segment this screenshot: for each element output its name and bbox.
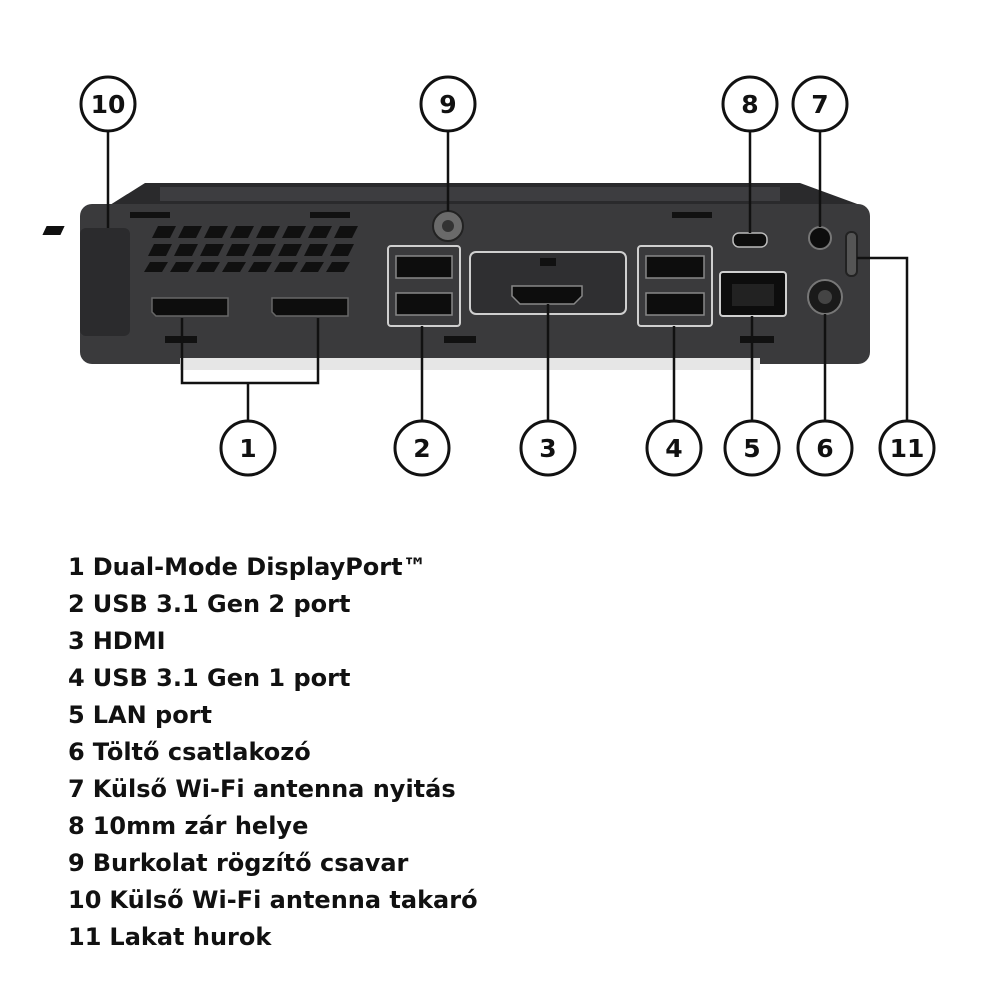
callout-markers: 1 2 3 4 5 6 7 8 9 10 11: [79, 75, 936, 477]
legend-item-number: 5: [68, 701, 85, 729]
usb-gen1-port: [645, 255, 705, 279]
lan-port-inner: [732, 284, 774, 306]
legend-item-text: Burkolat rögzítő csavar: [92, 849, 409, 877]
callout-number: 3: [539, 434, 556, 463]
callout-number: 4: [665, 434, 682, 463]
top-slot: [130, 212, 170, 218]
slot: [740, 336, 774, 343]
legend-item-text: Külső Wi-Fi antenna nyitás: [92, 775, 456, 803]
callout-circle: [79, 75, 137, 133]
callout-10: 10: [79, 75, 137, 133]
legend-item-text: HDMI: [92, 627, 166, 655]
legend-item-text: USB 3.1 Gen 2 port: [92, 590, 351, 618]
slot: [444, 336, 476, 343]
antenna-hole: [808, 226, 832, 250]
chassis-base-shadow: [180, 358, 760, 370]
callout-3: 3: [519, 419, 577, 477]
callout-circle: [419, 75, 477, 133]
callout-5: 5: [723, 419, 781, 477]
callout-4: 4: [645, 419, 703, 477]
callout-circle: [219, 419, 277, 477]
displayport-2: [271, 297, 349, 317]
usb-gen2-port: [395, 292, 453, 316]
legend-item-number: 4: [68, 664, 85, 692]
legend-item-text: Külső Wi-Fi antenna takaró: [109, 886, 478, 914]
lock-slot: [732, 232, 768, 248]
legend-item-number: 2: [68, 590, 85, 618]
callout-number: 10: [91, 90, 126, 119]
usb-gen1-port: [645, 292, 705, 316]
callout-circle: [519, 419, 577, 477]
legend-item-number: 10: [68, 886, 102, 914]
screw-head: [442, 220, 454, 232]
antenna-cover: [80, 228, 130, 336]
leader-lines: [106, 132, 909, 420]
legend-item-text: 10mm zár helye: [92, 812, 309, 840]
legend-item-number: 3: [68, 627, 85, 655]
legend-item-text: USB 3.1 Gen 1 port: [92, 664, 351, 692]
legend-item-text: Lakat hurok: [109, 923, 272, 951]
legend-item-text: LAN port: [92, 701, 212, 729]
legend-item-number: 6: [68, 738, 85, 766]
vent-grille: [42, 226, 358, 272]
legend-item-number: 8: [68, 812, 85, 840]
legend-item-number: 1: [68, 553, 85, 581]
power-jack-pin: [818, 290, 832, 304]
legend-item-number: 7: [68, 775, 85, 803]
callout-number: 9: [439, 90, 456, 119]
callout-8: 8: [721, 75, 779, 133]
callout-11: 11: [878, 419, 936, 477]
displayport-1: [151, 297, 229, 317]
callout-2: 2: [393, 419, 451, 477]
padlock-loop: [845, 231, 858, 277]
top-slot: [310, 212, 350, 218]
callout-number: 6: [816, 434, 833, 463]
legend-item-text: Töltő csatlakozó: [92, 738, 311, 766]
callout-1: 1: [219, 419, 277, 477]
callout-circle: [721, 75, 779, 133]
callout-circle: [393, 419, 451, 477]
panel-tab: [540, 258, 556, 266]
callout-number: 1: [239, 434, 256, 463]
callout-number: 7: [811, 90, 828, 119]
usb-gen2-port: [395, 255, 453, 279]
callout-number: 11: [890, 434, 925, 463]
callout-circle: [796, 419, 854, 477]
callout-circle: [645, 419, 703, 477]
legend-item-number: 11: [68, 923, 102, 951]
callout-7: 7: [791, 75, 849, 133]
hdmi-port: [511, 285, 583, 305]
legend-item-number: 9: [68, 849, 85, 877]
callout-6: 6: [796, 419, 854, 477]
callout-number: 8: [741, 90, 758, 119]
callout-number: 2: [413, 434, 430, 463]
rear-panel-diagram: 1 2 3 4 5 6 7 8 9 10 11: [42, 75, 936, 477]
legend-item-text: Dual-Mode DisplayPort™: [92, 553, 427, 581]
callout-circle: [791, 75, 849, 133]
top-grille: [160, 187, 780, 201]
usb-gen2-frame: [387, 245, 461, 327]
callout-circle: [723, 419, 781, 477]
callout-number: 5: [743, 434, 760, 463]
top-slot: [672, 212, 712, 218]
callout-circle: [878, 419, 936, 477]
callout-9: 9: [419, 75, 477, 133]
